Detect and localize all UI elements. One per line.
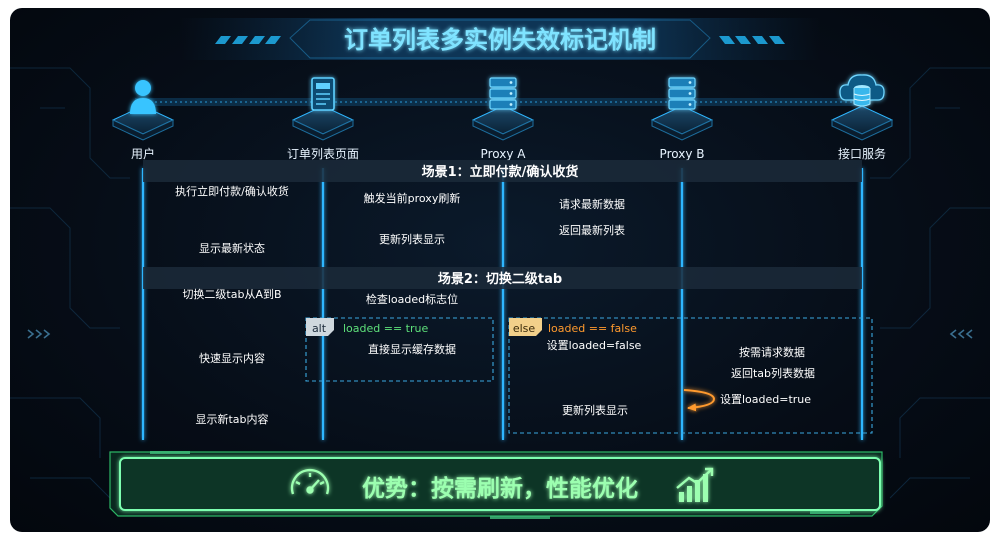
svg-text:按需请求数据: 按需请求数据 — [739, 345, 805, 359]
else-fragment: else loaded == false — [508, 317, 873, 434]
actor-label: 接口服务 — [838, 146, 886, 161]
message-show-latest-status: 显示最新状态 — [146, 241, 321, 261]
server-icon — [489, 77, 517, 110]
message-set-loaded-false: 设置loaded=false — [511, 339, 679, 358]
message-set-loaded-true: 设置loaded=true — [683, 389, 811, 412]
actor-proxy-b: Proxy B — [650, 77, 714, 161]
circuit-decoration — [10, 67, 990, 499]
message-update-list-display-b: 更新列表显示 — [326, 403, 680, 424]
message-fast-show-content: 快速显示内容 — [146, 351, 321, 372]
message-execute-payment: 执行立即付款/确认收货 — [145, 184, 320, 205]
svg-text:返回最新列表: 返回最新列表 — [559, 223, 625, 237]
scenario-1-band: 场景1：立即付款/确认收货 — [143, 160, 862, 182]
actor-label: 订单列表页面 — [287, 147, 359, 161]
message-update-list-display: 更新列表显示 — [326, 232, 501, 252]
message-request-latest-data-a: 请求最新数据 — [505, 197, 679, 218]
message-check-loaded-flag: 检查loaded标志位 — [325, 292, 679, 313]
actor-label: Proxy B — [660, 147, 705, 161]
else-condition: loaded == false — [548, 322, 637, 335]
diagram-frame: 订单列表多实例失效标记机制 用户 订单列表页面 — [10, 8, 990, 532]
tablet-page-icon — [311, 77, 335, 111]
page-title: 订单列表多实例失效标记机制 — [344, 26, 656, 54]
svg-text:触发当前proxy刷新: 触发当前proxy刷新 — [364, 191, 461, 205]
message-show-cached-data: 直接显示缓存数据 — [326, 342, 493, 363]
alt-condition: loaded == true — [343, 322, 428, 335]
scenario-1-label: 场景1：立即付款/确认收货 — [422, 164, 579, 180]
svg-text:更新列表显示: 更新列表显示 — [562, 403, 628, 417]
svg-text:直接显示缓存数据: 直接显示缓存数据 — [368, 342, 456, 356]
scenario-2-band: 场景2：切换二级tab — [143, 267, 862, 289]
svg-text:返回tab列表数据: 返回tab列表数据 — [731, 366, 815, 380]
alt-tag: alt — [312, 322, 327, 335]
user-icon — [130, 80, 156, 114]
server-icon — [668, 77, 696, 110]
message-switch-tab: 切换二级tab从A到B — [145, 287, 320, 308]
advantage-text: 优势：按需刷新，性能优化 — [362, 475, 638, 502]
actor-user: 用户 — [111, 80, 175, 161]
database-cloud-icon — [839, 74, 885, 107]
title-block: 订单列表多实例失效标记机制 — [180, 18, 820, 60]
message-trigger-proxy-refresh: 触发当前proxy刷新 — [325, 191, 500, 212]
growth-chart-icon — [676, 467, 714, 502]
svg-text:设置loaded=true: 设置loaded=true — [720, 393, 811, 406]
svg-text:更新列表显示: 更新列表显示 — [379, 232, 445, 246]
actor-label: Proxy A — [481, 147, 527, 161]
lifelines — [141, 168, 864, 440]
actor-label: 用户 — [131, 146, 155, 161]
message-return-latest-list-a: 返回最新列表 — [506, 223, 680, 242]
svg-text:快速显示内容: 快速显示内容 — [199, 351, 265, 365]
speedometer-icon — [290, 468, 330, 495]
messages: 执行立即付款/确认收货 触发当前proxy刷新 请求最新数据 返回最新列表 更新… — [145, 184, 860, 433]
actor-order-list-page: 订单列表页面 — [287, 77, 359, 161]
svg-text:执行立即付款/确认收货: 执行立即付款/确认收货 — [175, 184, 289, 198]
message-request-on-demand: 按需请求数据 — [684, 345, 859, 366]
svg-text:显示最新状态: 显示最新状态 — [199, 241, 265, 255]
svg-text:切换二级tab从A到B: 切换二级tab从A到B — [182, 287, 281, 301]
side-chevrons — [27, 329, 973, 339]
advantage-banner: 优势：按需刷新，性能优化 — [109, 451, 883, 519]
svg-text:设置loaded=false: 设置loaded=false — [547, 339, 642, 352]
svg-text:请求最新数据: 请求最新数据 — [559, 197, 625, 211]
else-tag: else — [513, 322, 536, 335]
actor-api-service: 接口服务 — [830, 74, 894, 161]
alt-fragment: alt loaded == true — [305, 317, 494, 382]
message-show-new-tab-content: 显示新tab内容 — [146, 412, 321, 433]
actor-proxy-a: Proxy A — [471, 77, 535, 161]
svg-text:检查loaded标志位: 检查loaded标志位 — [366, 292, 458, 306]
sequence-diagram: 订单列表多实例失效标记机制 用户 订单列表页面 — [10, 18, 990, 519]
message-return-tab-list-data: 返回tab列表数据 — [685, 366, 860, 386]
svg-text:显示新tab内容: 显示新tab内容 — [195, 412, 268, 426]
scenario-2-label: 场景2：切换二级tab — [438, 271, 562, 287]
